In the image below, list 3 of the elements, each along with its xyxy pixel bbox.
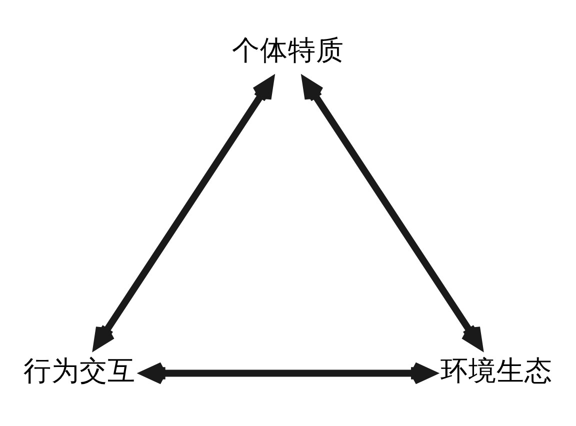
node-text: 个体特质 — [232, 33, 344, 66]
node-text: 环境生态 — [440, 354, 553, 388]
node-text: 行为交互 — [23, 354, 136, 388]
